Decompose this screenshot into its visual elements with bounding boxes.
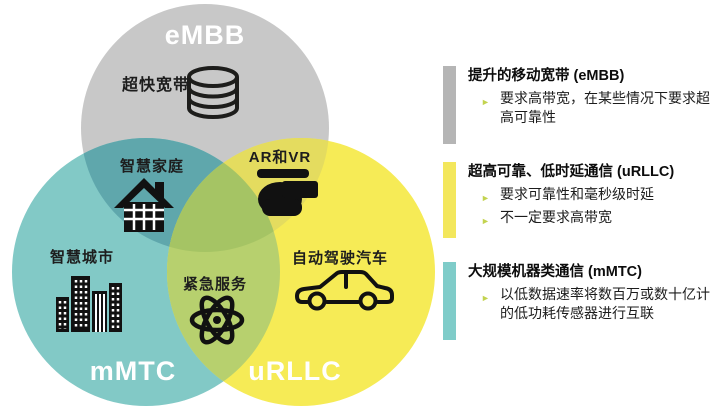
circle-title-embb: eMBB <box>164 20 246 50</box>
label-ultra-fast-broadband: 超快宽带 <box>121 77 191 94</box>
circle-title-mmtc: mMTC <box>89 356 177 386</box>
annotation-block-mmtc: 大规模机器类通信 (mMTC) ► 以低数据速率将数百万或数十亿计的低功耗传感器… <box>443 262 720 340</box>
color-bar-urllc <box>443 162 456 238</box>
vr-headset-icon <box>257 169 318 216</box>
block-title-mmtc: 大规模机器类通信 (mMTC) <box>468 264 642 280</box>
smart-home-icon <box>114 178 174 232</box>
label-emergency-services: 紧急服务 <box>182 276 248 293</box>
label-autonomous-car: 自动驾驶汽车 <box>291 250 389 267</box>
venn-diagram <box>12 4 435 406</box>
bullet-text: 以低数据速率将数百万或数十亿计的低功耗传感器进行互联 <box>500 286 710 321</box>
color-bar-mmtc <box>443 262 456 340</box>
arrow-bullet-icon: ► <box>481 193 490 203</box>
arrow-bullet-icon: ► <box>481 216 490 226</box>
annotation-block-urllc: 超高可靠、低时延通信 (uRLLC) ► 要求可靠性和毫秒级时延 ► 不一定要求… <box>443 162 720 238</box>
atom-icon <box>189 295 245 345</box>
label-smart-city: 智慧城市 <box>49 249 115 266</box>
annotation-block-embb: 提升的移动宽带 (eMBB) ► 要求高带宽，在某些情况下要求超高可靠性 <box>443 66 720 144</box>
arrow-bullet-icon: ► <box>481 97 490 107</box>
city-buildings-icon <box>56 276 122 332</box>
bullet-item: ► 要求高带宽，在某些情况下要求超高可靠性 <box>468 89 720 127</box>
database-icon <box>187 66 239 119</box>
block-title-embb: 提升的移动宽带 (eMBB) <box>468 68 625 84</box>
annotation-panel: 提升的移动宽带 (eMBB) ► 要求高带宽，在某些情况下要求超高可靠性 超高可… <box>443 0 720 409</box>
bullet-text: 要求高带宽，在某些情况下要求超高可靠性 <box>500 90 710 125</box>
arrow-bullet-icon: ► <box>481 293 490 303</box>
label-ar-vr: AR和VR <box>248 149 312 166</box>
color-bar-embb <box>443 66 456 144</box>
car-icon <box>295 270 394 311</box>
bullet-item: ► 以低数据速率将数百万或数十亿计的低功耗传感器进行互联 <box>468 285 720 323</box>
circle-title-urllc: uRLLC <box>248 356 342 386</box>
bullet-item: ► 要求可靠性和毫秒级时延 <box>468 185 720 208</box>
overlap-triple <box>167 138 280 252</box>
label-smart-home: 智慧家庭 <box>119 158 185 175</box>
block-title-urllc: 超高可靠、低时延通信 (uRLLC) <box>468 164 675 180</box>
bullet-text: 要求可靠性和毫秒级时延 <box>500 186 654 202</box>
bullet-text: 不一定要求高带宽 <box>500 209 612 225</box>
bullet-item: ► 不一定要求高带宽 <box>468 208 720 231</box>
